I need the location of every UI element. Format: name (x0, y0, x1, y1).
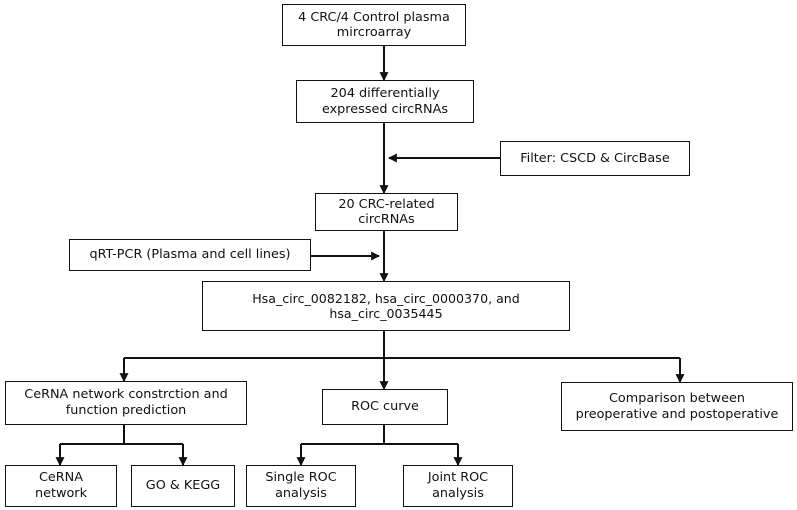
database-filter-node: Filter: CSCD & CircBase (500, 141, 690, 176)
selected-circrnas-node: Hsa_circ_0082182, hsa_circ_0000370, and … (202, 281, 570, 331)
cerna-analysis-node: CeRNA network constrction and function p… (5, 381, 247, 425)
differential-circrnas-node: 204 differentially expressed circRNAs (296, 80, 474, 123)
single-roc-analysis-node: Single ROC analysis (246, 465, 356, 507)
qrt-pcr-node: qRT-PCR (Plasma and cell lines) (69, 239, 311, 271)
go-kegg-node: GO & KEGG (131, 465, 235, 507)
preoperative-postoperative-comparison-node: Comparison between preoperative and post… (561, 382, 793, 431)
roc-curve-node: ROC curve (322, 389, 448, 425)
microarray-node: 4 CRC/4 Control plasma mircroarray (282, 4, 466, 46)
crc-related-circrnas-node: 20 CRC-related circRNAs (315, 193, 458, 231)
cerna-network-node: CeRNA network (5, 465, 117, 507)
joint-roc-analysis-node: Joint ROC analysis (403, 465, 513, 507)
